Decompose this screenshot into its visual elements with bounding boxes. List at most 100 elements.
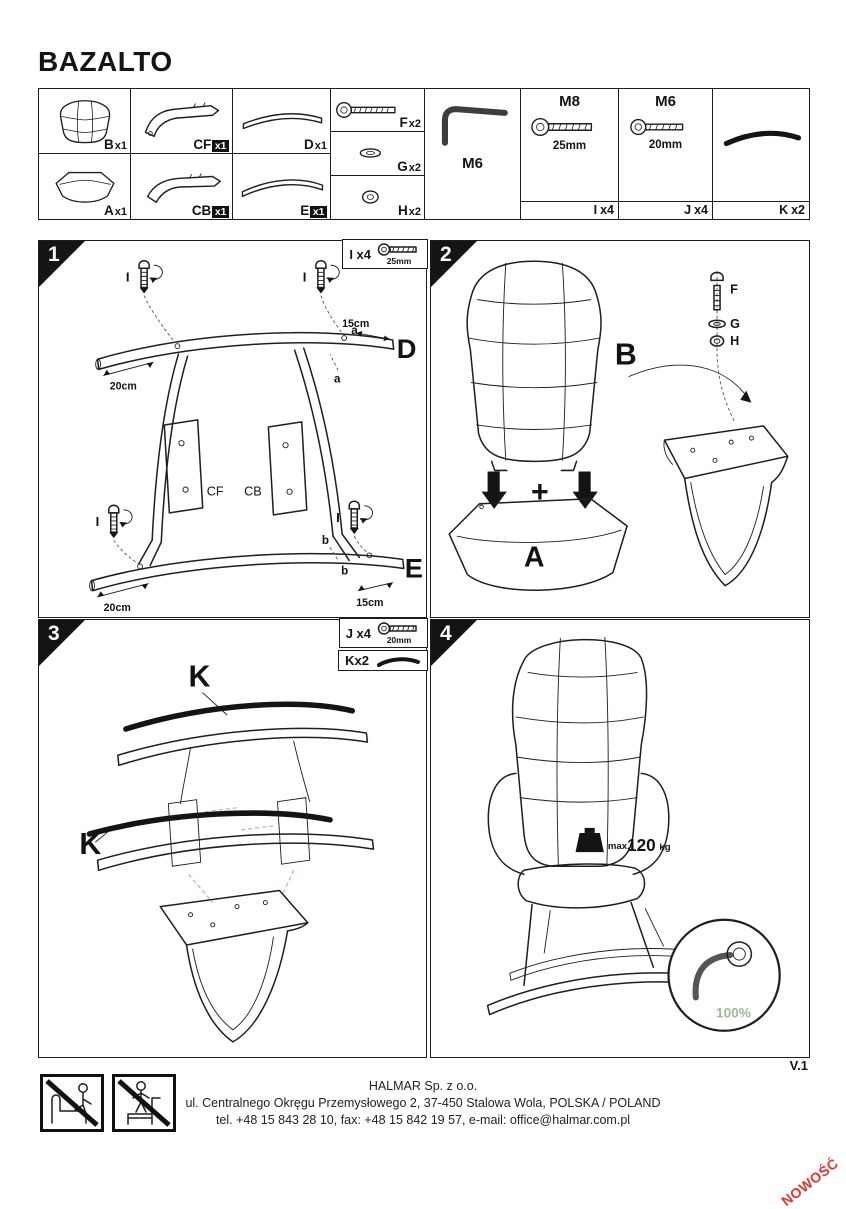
dim-15cm-bottom: 15cm [356, 597, 383, 609]
strip-k-bottom-drawing [86, 810, 333, 837]
parts-col-hardware: Fx2 Gx2 Hx2 [331, 89, 425, 219]
step3-number: 3 [39, 620, 85, 666]
version-label: V.1 [789, 1058, 808, 1073]
rocker-top-drawing [117, 727, 369, 767]
label-cb: CB [244, 485, 262, 499]
screw-label-i: I [336, 510, 340, 525]
step1-hardware-inset: I x4 25mm [342, 239, 428, 269]
company-info: HALMAR Sp. z o.o. ul. Centralnego Okręgu… [0, 1078, 846, 1129]
company-name: HALMAR Sp. z o.o. [368, 1079, 478, 1093]
part-backrest: Bx1 [39, 89, 130, 154]
washer-g-icon [359, 148, 381, 159]
bolt-i-icon [315, 259, 340, 295]
bolt-i-icon [107, 504, 133, 539]
hardware-stack [708, 271, 735, 422]
novelty-badge: NOWOŚĆ [778, 1154, 842, 1209]
max-load-unit: kg [659, 842, 670, 853]
bolt-i-icon [348, 500, 374, 535]
step4-panel: max. 120 kg 100% 4 [430, 619, 810, 1058]
allen-key-size: M6 [462, 155, 483, 172]
step1-number: 1 [39, 241, 85, 287]
rocker-d-drawing [96, 331, 395, 371]
company-contact: tel. +48 15 843 28 10, fax: +48 15 842 1… [215, 1113, 631, 1127]
step4-diagram: max. 120 kg 100% [486, 636, 781, 1032]
no-sitting-pictogram [45, 1079, 99, 1127]
rocker-e-drawing [90, 552, 405, 592]
product-title: BAZALTO [38, 46, 173, 77]
dim-20cm-bottom: 20cm [104, 602, 131, 614]
no-standing-on-chair-icon [112, 1074, 176, 1132]
company-address: ul. Centralnego Okręgu Przemysłowego 2, … [185, 1096, 661, 1110]
step4-number: 4 [431, 620, 477, 666]
step1-diagram: 20cm 15cm 20cm 15cm D E CF CB a a b b I … [89, 259, 423, 614]
part-label-d: Dx1 [304, 137, 327, 152]
part-rocker-top: Dx1 [233, 89, 330, 154]
down-arrow-icon [481, 471, 507, 509]
part-label-a: Ax1 [104, 203, 127, 218]
max-load-label: max. [608, 841, 630, 852]
part-washer-h: Hx2 [331, 176, 424, 219]
inset-bolt-length: 20mm [386, 635, 412, 645]
label-d: D [397, 333, 417, 364]
step2-panel: B + A F G H [430, 240, 810, 618]
screw-label-i: I [303, 269, 307, 284]
allen-key-icon [441, 106, 508, 146]
label-g: G [730, 317, 740, 331]
step3-strip-inset: Kx2 [338, 650, 428, 671]
inset-bolt-label: I x4 [349, 246, 371, 262]
screw-label-i: I [126, 269, 130, 284]
bolt-i-size: M8 [559, 93, 580, 110]
bolt-i-length: 25mm [552, 140, 587, 152]
label-a: A [524, 540, 544, 572]
rocker-d-icon [242, 112, 322, 130]
frame-cb-drawing [267, 347, 361, 562]
label-cf: CF [207, 485, 224, 499]
inset-strip-label: Kx2 [345, 653, 369, 668]
plus-sign: + [531, 476, 549, 509]
part-washer-g: Gx2 [331, 132, 424, 176]
bolt-icon [377, 622, 417, 635]
dim-20cm-top: 20cm [110, 381, 137, 393]
label-h: H [730, 334, 739, 348]
bolt-j-length: 20mm [648, 139, 683, 151]
washer-h-icon [361, 190, 379, 204]
tighten-detail-circle: 100% [667, 918, 781, 1032]
max-load-icon [575, 827, 604, 853]
no-standing-pictogram [117, 1079, 171, 1127]
rocker-e-icon [241, 178, 323, 197]
screw-f-icon [335, 102, 396, 119]
inset-bolt-label: J x4 [345, 625, 371, 641]
inset-bolt-length: 25mm [386, 256, 412, 266]
no-sitting-on-armrest-icon [40, 1074, 104, 1132]
label-f: F [730, 283, 738, 297]
part-label-h: Hx2 [398, 202, 421, 218]
parts-col-cushions: Bx1 Ax1 [39, 89, 131, 219]
frame-back-icon [146, 172, 221, 203]
part-seat: Ax1 [39, 154, 130, 219]
label-e: E [405, 553, 423, 584]
warning-icons [40, 1074, 176, 1132]
tighten-percent: 100% [716, 1006, 751, 1021]
strip-k-top-drawing [123, 701, 356, 732]
backrest-drawing [466, 260, 602, 472]
bolt-icon [377, 243, 417, 256]
label-k-top: K [189, 661, 211, 694]
step1-panel: 20cm 15cm 20cm 15cm D E CF CB a a b b I … [38, 239, 428, 618]
dim-15cm-top: 15cm [342, 318, 369, 330]
part-label-b: Bx1 [104, 137, 127, 152]
seat-shell-drawing [448, 497, 628, 591]
marker-a2: a [334, 373, 341, 386]
bolt-j-icon [629, 118, 683, 136]
